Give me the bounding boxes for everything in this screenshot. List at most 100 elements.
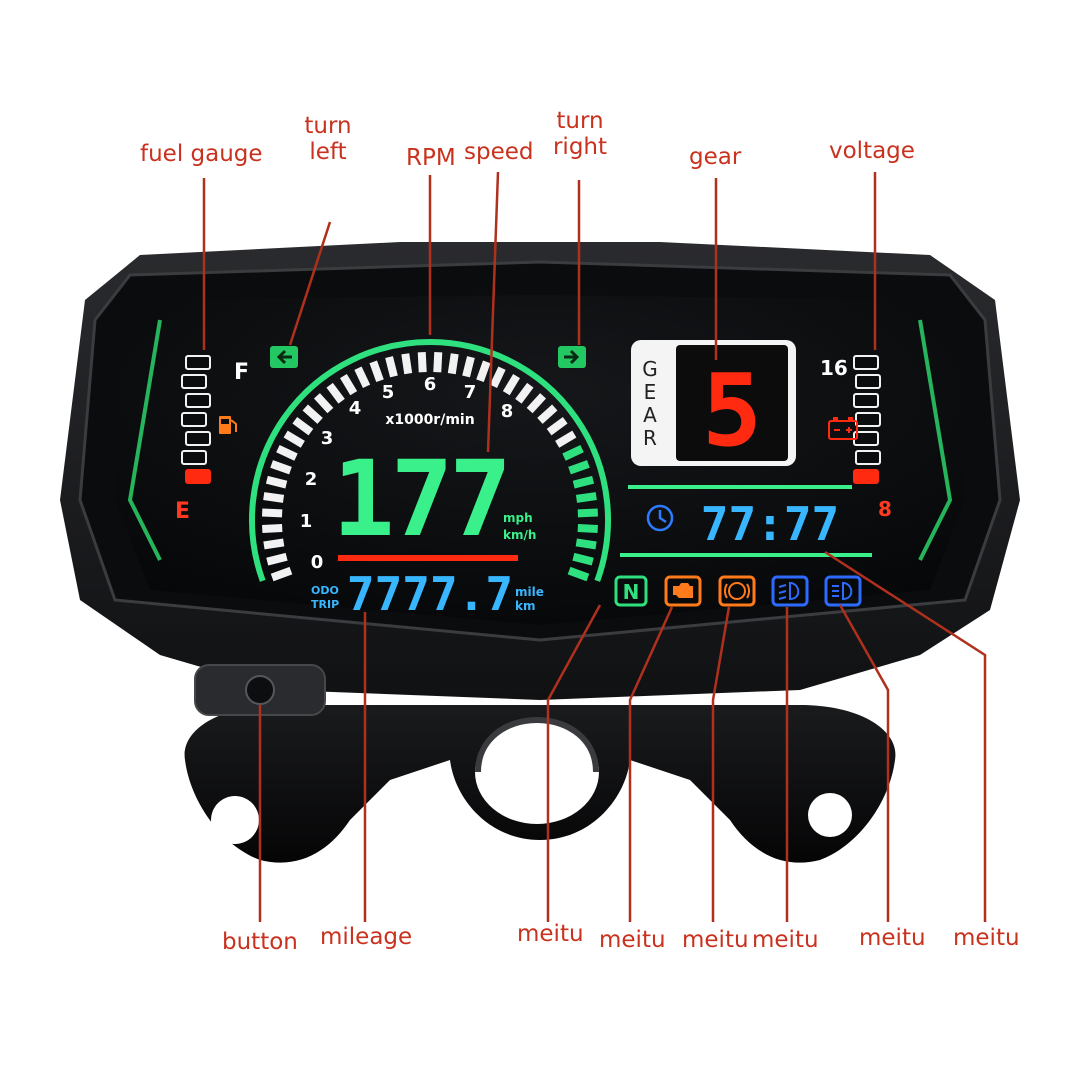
clock-value: 77:77 (701, 497, 839, 551)
label-mileage: mileage (320, 924, 413, 950)
abs-indicator (718, 575, 756, 607)
leader-meitu-3 (711, 606, 731, 922)
rpm-tick-label: 7 (464, 382, 477, 403)
redline-bar (338, 555, 518, 561)
rpm-segment (401, 353, 413, 375)
rpm-segment (526, 393, 547, 414)
fuel-bar (181, 412, 207, 427)
high-beam-icon (832, 581, 853, 601)
low-beam-indicator (771, 575, 809, 607)
rpm-segment (266, 552, 288, 566)
mileage-unit-km: km (515, 599, 535, 613)
rpm-segment (575, 492, 597, 503)
rpm-segment (385, 356, 398, 378)
turn-right-indicator (558, 346, 586, 368)
bracket-hole-center (475, 720, 599, 824)
rpm-segment (515, 382, 534, 404)
mileage-value: 7777.7 (347, 567, 513, 621)
label-meitu-3: meitu (682, 927, 749, 953)
rpm-segment (261, 508, 283, 518)
rpm-segment (537, 404, 558, 424)
rpm-segment (546, 417, 568, 436)
label-button: button (222, 929, 298, 955)
label-meitu-1: meitu (517, 921, 584, 947)
voltage-bar (855, 412, 881, 427)
speed-unit-kmh: km/h (503, 528, 536, 542)
leader-lines (202, 171, 987, 922)
leader-meitu-6 (824, 550, 987, 922)
fuel-full-label: F (234, 360, 249, 385)
rpm-tick-label: 8 (501, 401, 514, 422)
rpm-segment (572, 475, 595, 489)
label-meitu-2: meitu (599, 927, 666, 953)
voltage-bar (853, 469, 879, 484)
mounting-bracket (184, 705, 896, 863)
arrow-right-icon (564, 349, 580, 365)
label-turn-right: turn right (550, 108, 610, 160)
gear-value: 5 (702, 352, 762, 469)
gear-word-letter: R (643, 426, 657, 450)
fuel-bar (185, 355, 211, 370)
label-turn-left-line1: turn (304, 113, 352, 139)
leader-speed (486, 171, 500, 453)
clock-display: 77:77 (646, 497, 839, 551)
rpm-segment (568, 460, 590, 475)
fuel-bar (181, 374, 207, 389)
voltage-bar (855, 450, 881, 465)
gear-word-letter: A (643, 403, 657, 427)
fuel-bar (185, 393, 211, 408)
rpm-segment (326, 382, 345, 404)
low-beam-icon (778, 581, 800, 601)
voltage-min-label: 8 (878, 497, 892, 521)
rpm-segment (270, 460, 292, 475)
label-turn-left-line2: left (309, 139, 347, 165)
rpm-tick-label: 1 (300, 511, 313, 532)
neutral-indicator: N (614, 575, 648, 607)
rpm-segment (302, 404, 323, 424)
mileage-unit-mile: mile (515, 585, 544, 599)
label-turn-right-line1: turn (556, 108, 604, 134)
label-voltage: voltage (829, 138, 915, 164)
rpm-unit-label: x1000r/min (385, 412, 474, 428)
speed-value: 177 (332, 438, 508, 560)
voltage-max-label: 16 (820, 356, 848, 380)
rpm-segment (265, 475, 288, 489)
rpm-segment (263, 492, 285, 503)
label-gear: gear (689, 144, 742, 170)
engine-icon (673, 583, 693, 598)
trip-label: TRIP (311, 598, 339, 611)
arrow-left-icon (276, 349, 292, 365)
turn-left-indicator (270, 346, 298, 368)
label-meitu-5: meitu (859, 925, 926, 951)
neutral-icon: N (623, 580, 640, 604)
mode-button[interactable] (245, 675, 275, 705)
engine-check-indicator (664, 575, 702, 607)
gear-word-letter: E (644, 380, 657, 404)
fuel-gauge: F E (175, 355, 249, 524)
rpm-segment (263, 538, 285, 550)
rpm-segment (339, 373, 358, 396)
rpm-segment (447, 353, 459, 375)
rpm-segment (575, 538, 597, 550)
fuel-pump-icon (219, 416, 237, 434)
rpm-tick-label: 2 (305, 469, 318, 490)
fuel-bar (185, 469, 211, 484)
fuel-bar (181, 450, 207, 465)
mileage-display: ODO TRIP 7777.7 mile km (311, 567, 544, 621)
rpm-segment (354, 366, 371, 389)
rpm-segment (562, 445, 584, 461)
rpm-segment (262, 523, 283, 534)
fuel-bar (185, 431, 211, 446)
rpm-segment (292, 417, 314, 436)
rpm-tick-label: 5 (382, 382, 395, 403)
rpm-segment (462, 356, 475, 378)
rpm-segment (572, 552, 594, 566)
gear-word-letter: G (642, 357, 658, 381)
abs-icon (724, 582, 750, 600)
rpm-segment (276, 445, 298, 461)
leader-meitu-5 (838, 604, 890, 922)
